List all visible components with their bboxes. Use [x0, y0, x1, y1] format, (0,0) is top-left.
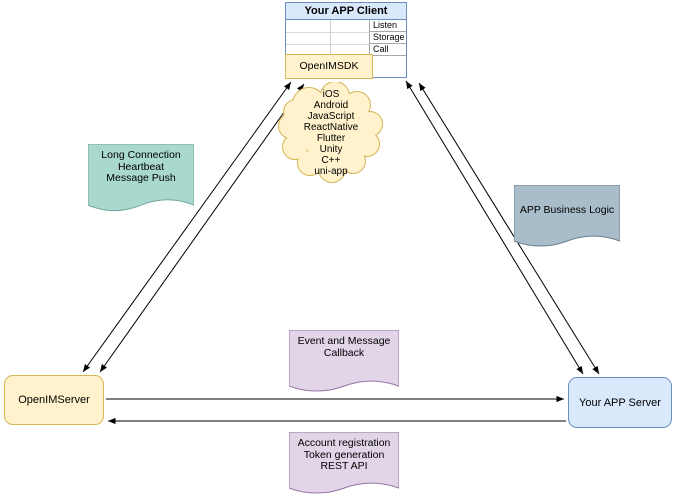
edge-client-openimserver-1: [82, 81, 292, 373]
document-shape: [289, 330, 399, 396]
your-app-client-node: Your APP Client Listen Storage Call Open…: [285, 2, 407, 79]
platform-item: iOS: [322, 89, 340, 100]
note-line: REST API: [320, 460, 368, 472]
note-text: Account registration Token generation RE…: [289, 432, 399, 473]
your-app-server-node: Your APP Server: [568, 377, 672, 428]
platform-list: iOS Android JavaScript ReactNative Flutt…: [278, 82, 384, 177]
openim-server-label: OpenIMServer: [18, 394, 90, 406]
note-line: APP Business Logic: [519, 204, 615, 216]
note-text: Event and Message Callback: [289, 330, 399, 359]
note-long-connection: Long Connection Heartbeat Message Push: [88, 144, 194, 216]
openim-server-node: OpenIMServer: [4, 375, 104, 425]
note-line: Token generation: [303, 448, 385, 461]
cloud-shape-icon: [278, 82, 383, 183]
your-app-server-label: Your APP Server: [579, 396, 661, 409]
client-grid: Listen Storage Call: [286, 20, 406, 56]
platform-item: C++: [321, 155, 341, 166]
client-grid-line: [286, 32, 369, 33]
openimsdk-node: OpenIMSDK: [285, 54, 373, 79]
platform-item: uni-app: [314, 166, 348, 177]
note-line: Message Push: [106, 172, 176, 184]
note-text: Long Connection Heartbeat Message Push: [88, 144, 194, 185]
document-shape: [289, 432, 399, 498]
note-app-business-logic: APP Business Logic: [514, 185, 620, 251]
edge-client-openimserver-2: [99, 83, 305, 373]
platform-item: Unity: [319, 144, 343, 155]
client-grid-divider: [330, 20, 331, 56]
edge-client-appserver-2: [418, 82, 600, 375]
platform-item: Android: [313, 100, 349, 111]
client-ports: Listen Storage Call: [369, 20, 406, 56]
note-line: Callback: [323, 346, 365, 359]
note-event-message-callback: Event and Message Callback: [289, 330, 399, 396]
note-line: Account registration: [297, 437, 391, 449]
platform-item: Flutter: [316, 133, 346, 144]
client-port-listen: Listen: [370, 20, 406, 32]
platform-item: ReactNative: [303, 122, 359, 133]
note-line: Event and Message: [297, 335, 391, 347]
client-port-call: Call: [370, 44, 406, 56]
note-text: APP Business Logic: [514, 185, 620, 217]
platform-item: JavaScript: [307, 111, 355, 122]
client-port-storage: Storage: [370, 32, 406, 44]
note-account-rest-api: Account registration Token generation RE…: [289, 432, 399, 498]
client-grid-line: [286, 44, 369, 45]
platforms-cloud: iOS Android JavaScript ReactNative Flutt…: [278, 82, 384, 184]
client-title: Your APP Client: [286, 3, 406, 20]
note-line: Long Connection: [101, 149, 181, 161]
